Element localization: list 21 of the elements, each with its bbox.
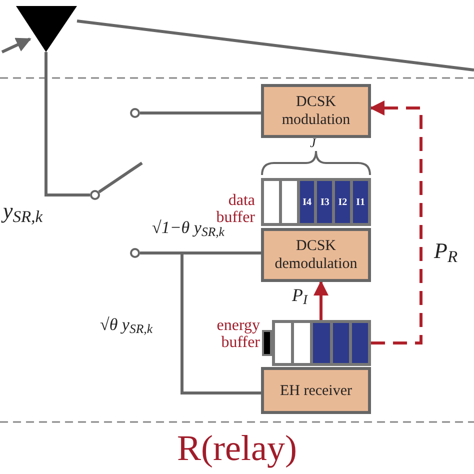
buffer-item-label: I4 [302,196,312,210]
buffer-item-label: I2 [338,196,348,210]
section-title: R(relay) [177,428,297,468]
signal-line [140,252,261,394]
buffer-item-label: I3 [320,196,330,210]
box-label: EH receiver [278,382,354,400]
signal-label: y$_{SR,k}$ [3,200,43,222]
box-label: DCSK demodulation [274,237,358,273]
buffer-label: energy buffer [216,317,260,351]
buffer-item-label: I1 [356,196,365,210]
arrow [370,100,422,344]
signal-line [76,20,474,72]
arrow [314,280,328,320]
edge-label: P$_{I}$ [292,286,308,304]
signal-line [44,52,90,196]
box-label: DCSK modulation [280,93,352,129]
arrow [1,38,32,54]
signal-line [140,112,261,114]
edge-label: P$_{R}$ [434,240,458,262]
dimension-label: J [310,136,316,149]
edge-label: √θ y$_{SR,k}$ [100,316,152,333]
